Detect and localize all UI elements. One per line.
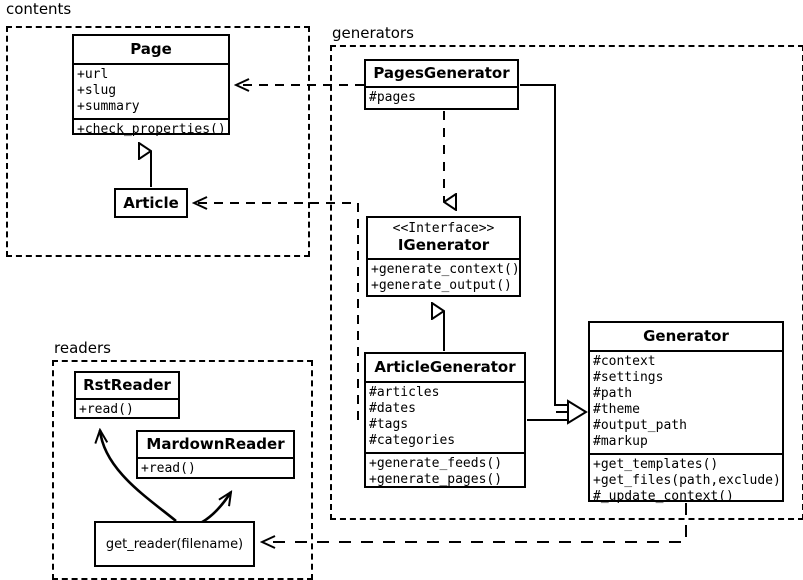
- class-operations-rst-reader: +read(): [76, 398, 178, 421]
- attribute: #dates: [369, 401, 416, 416]
- class-name-page: Page: [130, 40, 172, 58]
- class-attributes-generator: #context #settings #path #theme #output_…: [590, 350, 782, 453]
- class-operations-article-generator: +generate_feeds() +generate_pages(): [366, 452, 524, 491]
- attribute: #tags: [369, 417, 409, 432]
- attribute: #theme: [593, 402, 640, 417]
- class-igenerator[interactable]: <<Interface>> IGenerator +generate_conte…: [366, 216, 521, 297]
- class-article[interactable]: Article: [114, 188, 188, 218]
- attribute: #markup: [593, 434, 648, 449]
- class-name-igenerator: IGenerator: [397, 236, 490, 254]
- class-name-generator: Generator: [643, 327, 729, 345]
- class-name-mardown-reader: MardownReader: [146, 435, 285, 453]
- class-name-rst-reader: RstReader: [83, 376, 171, 394]
- package-label-contents: contents: [4, 0, 74, 18]
- attribute: +slug: [77, 83, 117, 98]
- function-label-get-reader: get_reader(filename): [105, 536, 244, 552]
- attribute: #articles: [369, 385, 440, 400]
- operation: +read(): [79, 402, 134, 417]
- class-generator[interactable]: Generator #context #settings #path #them…: [588, 321, 784, 504]
- package-label-generators: generators: [330, 24, 416, 42]
- attribute: #categories: [369, 433, 456, 448]
- attribute: #path: [593, 386, 633, 401]
- class-name-article-generator: ArticleGenerator: [374, 358, 516, 376]
- operation: +read(): [141, 461, 196, 476]
- package-label-readers: readers: [52, 339, 113, 357]
- class-pages-generator[interactable]: PagesGenerator #pages: [364, 59, 519, 110]
- class-operations-igenerator: +generate_context() +generate_output(): [368, 258, 520, 297]
- class-attributes-article-generator: #articles #dates #tags #categories: [366, 381, 524, 452]
- class-operations-generator: +get_templates() +get_files(path,exclude…: [590, 453, 782, 508]
- attribute: +summary: [77, 99, 140, 114]
- attribute: #settings: [593, 370, 664, 385]
- class-name-article: Article: [123, 194, 179, 212]
- attribute: #pages: [369, 90, 416, 105]
- operation: +generate_output(): [371, 278, 512, 293]
- operation: +generate_context(): [371, 262, 520, 277]
- class-attributes-page: +url +slug +summary: [74, 63, 228, 118]
- class-stereotype-igenerator: <<Interface>>: [392, 221, 495, 236]
- function-get-reader[interactable]: get_reader(filename): [94, 521, 255, 567]
- operation: +get_templates(): [593, 457, 719, 472]
- class-article-generator[interactable]: ArticleGenerator #articles #dates #tags …: [364, 352, 526, 488]
- operation: +generate_pages(): [369, 472, 503, 487]
- class-name-pages-generator: PagesGenerator: [373, 64, 510, 82]
- operation: +generate_feeds(): [369, 456, 503, 471]
- class-rst-reader[interactable]: RstReader +read(): [74, 371, 180, 419]
- operation: #_update_context(): [593, 489, 734, 504]
- package-contents: [6, 26, 310, 257]
- attribute: #context: [593, 354, 656, 369]
- class-attributes-pages-generator: #pages: [366, 86, 517, 109]
- class-mardown-reader[interactable]: MardownReader +read(): [136, 430, 295, 479]
- attribute: #output_path: [593, 418, 687, 433]
- class-header-igenerator: <<Interface>> IGenerator: [368, 218, 519, 258]
- class-operations-page: +check_properties(): [74, 118, 228, 141]
- operation: +check_properties(): [77, 122, 226, 137]
- operation: +get_files(path,exclude): [593, 473, 781, 488]
- class-operations-mardown-reader: +read(): [138, 457, 293, 480]
- attribute: +url: [77, 67, 109, 82]
- class-page[interactable]: Page +url +slug +summary +check_properti…: [72, 34, 230, 137]
